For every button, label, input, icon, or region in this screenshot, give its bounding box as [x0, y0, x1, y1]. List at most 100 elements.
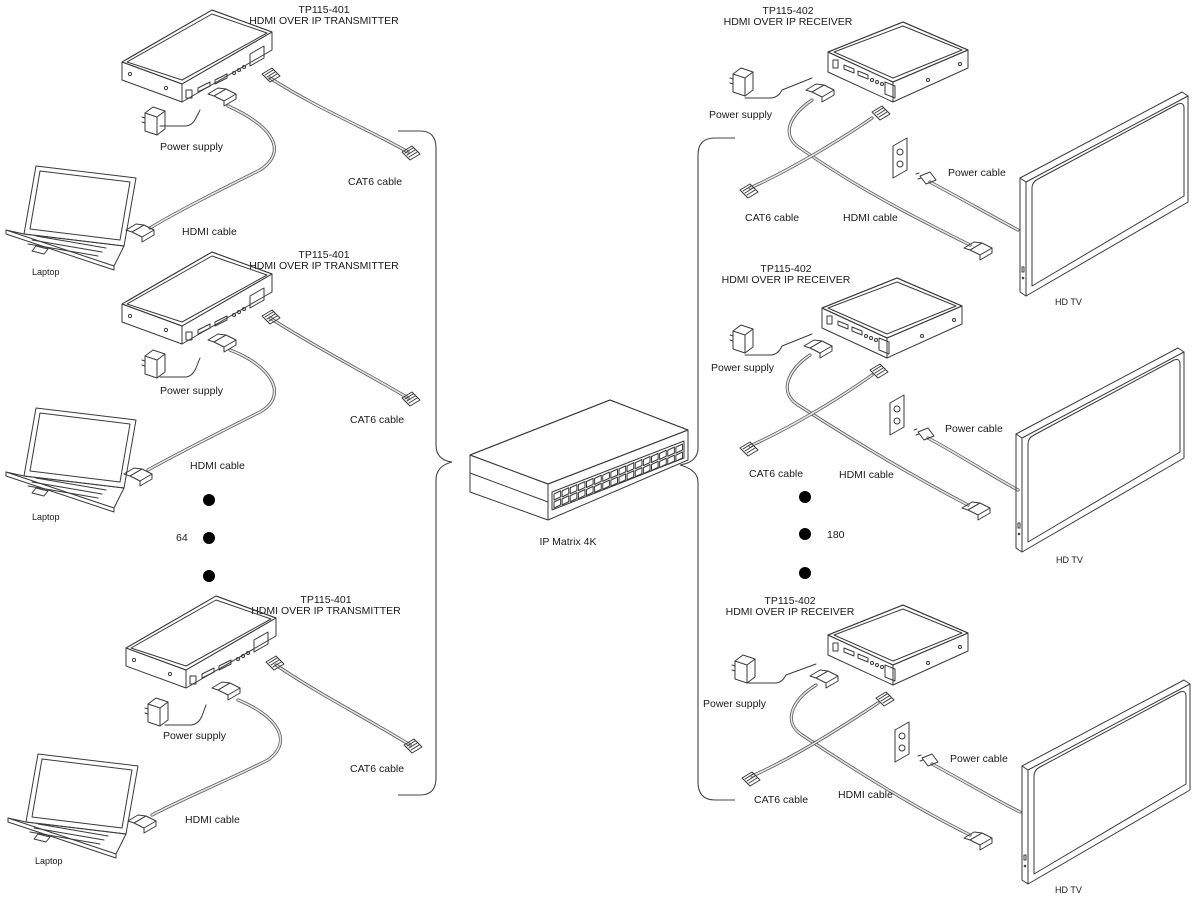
transmitter-group-1: TP115-401 HDMI OVER IP TRANSMITTER Power… — [5, 4, 421, 277]
matrix-port — [651, 460, 659, 471]
receiver-name: HDMI OVER IP RECEIVER — [722, 274, 851, 286]
matrix-port — [642, 464, 651, 475]
matrix-port — [594, 482, 602, 493]
ellipsis-dot — [799, 491, 811, 503]
receiver-group-3: TP115-402 HDMI OVER IP RECEIVER Power su… — [703, 595, 1191, 895]
power-cable-label: Power cable — [945, 423, 1003, 435]
receiver-device[interactable] — [827, 21, 969, 103]
power-supply-label: Power supply — [703, 698, 767, 710]
hd-tv-label: HD TV — [1055, 297, 1082, 307]
hdmi-cable-label: HDMI cable — [182, 226, 237, 238]
receiver-group-1: TP115-402 HDMI OVER IP RECEIVER Power su… — [709, 5, 1189, 307]
matrix-ports — [553, 443, 683, 509]
cat6-cable-label: CAT6 cable — [350, 414, 404, 426]
transmitter-model: TP115-401 — [300, 594, 351, 606]
matrix-port — [561, 495, 570, 506]
rj45-plug-icon — [401, 391, 421, 407]
hdmi-plug-icon — [127, 814, 157, 834]
receiver-count: 180 — [827, 529, 845, 541]
rj45-plug-icon — [871, 105, 891, 121]
wall-outlet-icon — [889, 394, 905, 436]
matrix-port — [626, 470, 635, 481]
transmitter-count: 64 — [176, 532, 188, 544]
right-brace — [679, 137, 735, 801]
transmitter-model: TP115-401 — [298, 4, 349, 16]
wall-outlet-icon — [894, 721, 910, 763]
receiver-model: TP115-402 — [764, 595, 815, 607]
transmitter-device[interactable] — [121, 9, 273, 103]
hd-tv-icon — [1021, 679, 1191, 885]
matrix-port — [553, 498, 562, 509]
ellipsis-dot — [799, 528, 811, 540]
transmitter-name: HDMI OVER IP TRANSMITTER — [249, 260, 399, 272]
matrix-port — [577, 489, 586, 500]
ellipsis-dot — [799, 567, 811, 579]
transmitter-name: HDMI OVER IP TRANSMITTER — [249, 15, 399, 27]
transmitter-model: TP115-401 — [298, 249, 349, 261]
power-supply-label: Power supply — [160, 141, 224, 153]
receiver-name: HDMI OVER IP RECEIVER — [726, 606, 855, 618]
laptop-icon — [5, 407, 137, 513]
matrix-port — [561, 487, 570, 498]
power-supply-icon — [729, 324, 754, 354]
hdmi-plug-icon — [207, 87, 237, 107]
power-supply-label: Power supply — [711, 362, 775, 374]
hd-tv-icon — [1019, 91, 1189, 297]
laptop-label: Laptop — [32, 512, 60, 522]
ellipsis-dot — [203, 532, 215, 544]
matrix-port — [610, 468, 618, 479]
matrix-port — [610, 476, 618, 487]
cat6-cable-label: CAT6 cable — [754, 794, 808, 806]
matrix-port — [553, 490, 562, 501]
laptop-label: Laptop — [35, 856, 63, 866]
power-supply-icon — [731, 654, 756, 684]
hdmi-cable-label: HDMI cable — [190, 460, 245, 472]
power-supply-label: Power supply — [163, 730, 227, 742]
matrix-port — [626, 462, 635, 473]
matrix-port — [602, 479, 610, 490]
left-brace — [398, 130, 453, 796]
ip-matrix-label: IP Matrix 4K — [540, 536, 597, 548]
matrix-port — [651, 452, 659, 463]
ip-matrix-switch[interactable] — [469, 399, 689, 521]
matrix-port — [667, 446, 675, 457]
laptop-icon — [5, 165, 137, 271]
hdmi-cable-label: HDMI cable — [185, 814, 240, 826]
transmitter-count-indicator: 64 — [176, 494, 215, 582]
hdmi-cable-label: HDMI cable — [839, 469, 894, 481]
wall-outlet-icon — [892, 137, 908, 179]
matrix-port — [675, 451, 683, 462]
hd-tv-label: HD TV — [1056, 555, 1083, 565]
cat6-cable-label: CAT6 cable — [749, 468, 803, 480]
hdmi-plug-icon — [211, 681, 241, 701]
transmitter-group-2: TP115-401 HDMI OVER IP TRANSMITTER Power… — [5, 249, 421, 522]
matrix-port — [659, 449, 667, 460]
cat6-cable-label: CAT6 cable — [348, 176, 402, 188]
receiver-count-indicator: 180 — [799, 491, 845, 579]
matrix-port — [634, 459, 643, 470]
transmitter-name: HDMI OVER IP TRANSMITTER — [251, 605, 401, 617]
matrix-port — [569, 492, 578, 503]
transmitter-group-3: TP115-401 HDMI OVER IP TRANSMITTER Power… — [7, 594, 423, 866]
power-supply-icon — [144, 697, 169, 727]
power-supply-icon — [141, 349, 166, 379]
matrix-port — [569, 484, 578, 495]
power-supply-icon — [141, 106, 166, 136]
transmitter-device[interactable] — [121, 251, 273, 345]
matrix-port — [675, 443, 683, 454]
matrix-port — [586, 477, 594, 488]
cat6-cable-label: CAT6 cable — [350, 763, 404, 775]
hd-tv-label: HD TV — [1055, 885, 1082, 895]
rj45-plug-icon — [401, 145, 421, 161]
receiver-device[interactable] — [821, 277, 963, 359]
cat6-cable-label: CAT6 cable — [745, 212, 799, 224]
transmitter-device[interactable] — [125, 595, 277, 689]
matrix-port — [667, 454, 675, 465]
hdmi-cable-label: HDMI cable — [838, 789, 893, 801]
receiver-name: HDMI OVER IP RECEIVER — [724, 16, 853, 28]
matrix-port — [618, 473, 627, 484]
hdmi-cable-label: HDMI cable — [843, 212, 898, 224]
power-supply-label: Power supply — [709, 109, 773, 121]
power-cable-label: Power cable — [948, 167, 1006, 179]
